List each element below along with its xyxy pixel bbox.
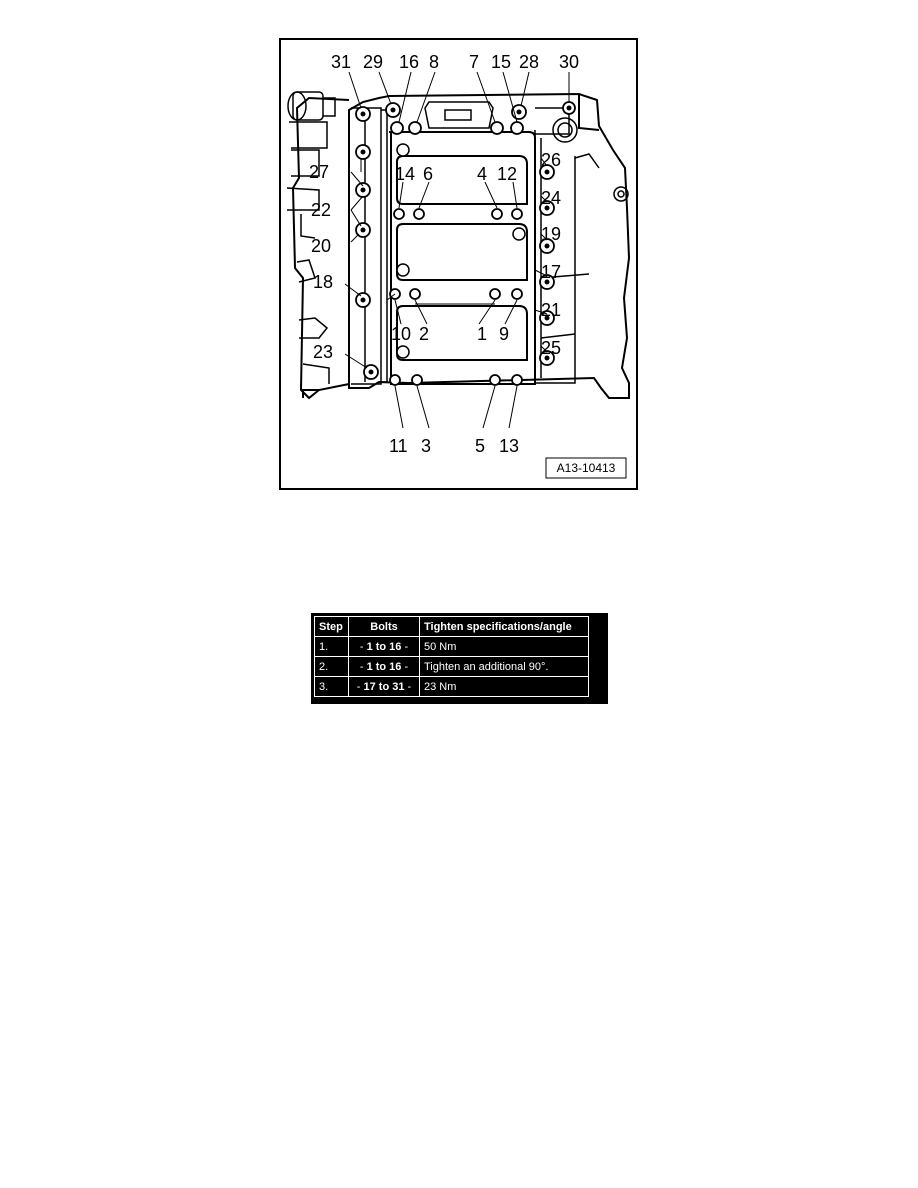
table-row: 2. - 1 to 16 - Tighten an additional 90°… [314,656,589,677]
label-bolt-18: 18 [313,272,333,292]
label-bolt-14: 14 [395,164,415,184]
label-bolt-31: 31 [331,52,351,72]
cell-spec: 50 Nm [419,636,589,657]
bolts [355,101,576,386]
bolt-labels: 31 29 16 8 7 15 28 30 27 14 6 4 12 26 24… [309,52,579,456]
label-bolt-3: 3 [421,436,431,456]
label-bolt-30: 30 [559,52,579,72]
leader-lines [344,71,570,429]
label-bolt-7: 7 [469,52,479,72]
label-bolt-17: 17 [541,262,561,282]
label-bolt-12: 12 [497,164,517,184]
reference-tag-box [545,457,627,479]
gasket-frame [389,131,536,385]
left-fittings [286,91,336,384]
label-bolt-6: 6 [423,164,433,184]
label-bolt-10: 10 [391,324,411,344]
label-bolt-1: 1 [477,324,487,344]
figure-frame [279,38,638,490]
label-bolt-25: 25 [541,338,561,358]
label-bolt-22: 22 [311,200,331,220]
label-bolt-24: 24 [541,188,561,208]
label-bolt-28: 28 [519,52,539,72]
cell-bolts: - 1 to 16 - [348,636,420,657]
label-bolt-8: 8 [429,52,439,72]
bolt-tightening-diagram: 31 29 16 8 7 15 28 30 27 14 6 4 12 26 24… [279,38,638,490]
label-bolt-21: 21 [541,300,561,320]
cell-step: 3. [314,676,349,697]
label-bolt-23: 23 [313,342,333,362]
label-bolt-2: 2 [419,324,429,344]
cell-bolts: - 17 to 31 - [348,676,420,697]
cell-step: 1. [314,636,349,657]
label-bolt-16: 16 [399,52,419,72]
tightening-spec-table: Step Bolts Tighten specifications/angle … [311,613,608,704]
label-bolt-5: 5 [475,436,485,456]
top-recess [424,101,629,202]
table-row: 1. - 1 to 16 - 50 Nm [314,636,589,657]
table-row: 3. - 17 to 31 - 23 Nm [314,676,589,697]
cell-step: 2. [314,656,349,677]
table-header-row: Step Bolts Tighten specifications/angle [314,616,589,637]
label-bolt-27: 27 [309,162,329,182]
cell-spec: 23 Nm [419,676,589,697]
label-bolt-15: 15 [491,52,511,72]
label-bolt-4: 4 [477,164,487,184]
label-bolt-11: 11 [389,436,408,456]
label-bolt-9: 9 [499,324,509,344]
cell-bolts: - 1 to 16 - [348,656,420,677]
cell-spec: Tighten an additional 90°. [419,656,589,677]
header-bolts: Bolts [348,616,420,637]
label-bolt-13: 13 [499,436,519,456]
relief-holes [396,143,526,359]
label-bolt-26: 26 [541,150,561,170]
label-bolt-20: 20 [311,236,331,256]
reference-tag: A13-10413 [557,461,616,475]
label-bolt-19: 19 [541,224,561,244]
header-step: Step [314,616,349,637]
label-bolt-29: 29 [363,52,383,72]
header-spec: Tighten specifications/angle [419,616,589,637]
